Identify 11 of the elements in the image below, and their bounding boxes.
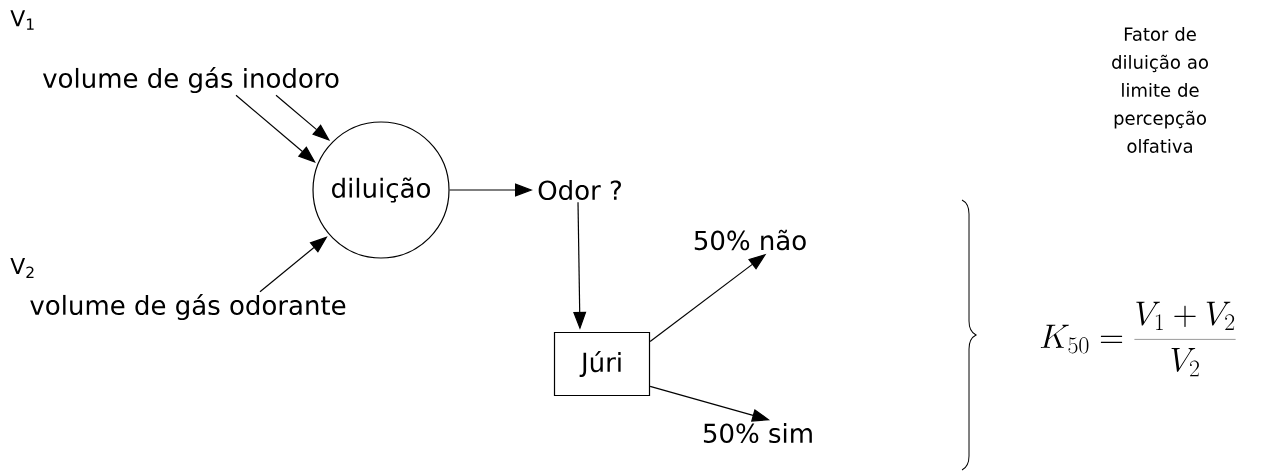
variable-label: V$_{1}$ <box>10 10 34 30</box>
node-text: volume de gás inodoro <box>42 66 339 94</box>
node-text: 50% sim <box>703 422 812 444</box>
note-text: Fator de diluição ao limite de percepção olfativa <box>1112 27 1208 153</box>
node-text: volume de gás odorante <box>30 293 346 321</box>
node-text: 50% não <box>694 229 806 251</box>
node-text: Odor ? <box>538 179 621 201</box>
process-box: Júri <box>553 331 651 397</box>
variable-label: V$_{2}$ <box>10 258 34 278</box>
arrow <box>235 94 316 163</box>
formula: $K_{50} = \frac{V_1 + V_2}{V_2}$ <box>1040 301 1236 377</box>
